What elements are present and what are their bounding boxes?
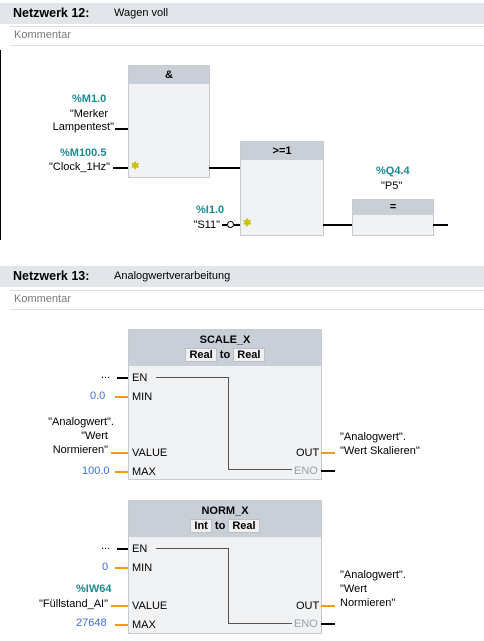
comment-placeholder: Kommentar: [14, 29, 71, 41]
scale-x-name: SCALE_X: [199, 334, 251, 346]
input3-name[interactable]: "S11": [193, 219, 220, 231]
out-wire: [321, 452, 335, 454]
en-pin: EN: [132, 543, 148, 555]
negation-circle-icon: [227, 221, 234, 228]
max-value[interactable]: 27648: [76, 617, 107, 629]
eno-wire: [321, 623, 335, 625]
en-eno-link: [156, 548, 229, 549]
en-input-value[interactable]: ...: [101, 369, 111, 381]
type-to-word: to: [219, 349, 231, 361]
norm-x-name: NORM_X: [201, 505, 249, 517]
min-pin: MIN: [132, 391, 153, 403]
network-title[interactable]: Analogwertverarbeitung: [114, 270, 231, 282]
en-eno-link: [228, 548, 229, 624]
type-from[interactable]: Int: [190, 519, 212, 533]
value-name-line3[interactable]: Normieren": [52, 444, 108, 456]
max-value[interactable]: 100.0: [82, 465, 110, 477]
out-wire: [321, 605, 335, 607]
input1-name-line2[interactable]: Lampentest": [52, 121, 114, 133]
norm-x-types[interactable]: Int to Real: [129, 519, 321, 533]
out-name-line1[interactable]: "Analogwert".: [340, 431, 406, 443]
assign-coil[interactable]: =: [352, 199, 434, 236]
eno-pin: ENO: [294, 465, 318, 477]
input1-operand[interactable]: %M1.0: [72, 93, 107, 105]
scale-x-types[interactable]: Real to Real: [129, 348, 321, 362]
input2-wire: [113, 167, 128, 169]
and-block-label: &: [129, 66, 209, 84]
eno-pin: ENO: [294, 618, 318, 630]
value-pin: VALUE: [132, 600, 168, 612]
out-name-line2[interactable]: "Wert Skalieren": [340, 445, 420, 457]
type-to-word: to: [214, 520, 226, 532]
value-wire: [111, 605, 128, 607]
network-12-header[interactable]: Netzwerk 12: Wagen voll: [0, 3, 484, 24]
power-rail: [0, 50, 1, 240]
or-to-assign-wire: [323, 224, 352, 226]
type-to[interactable]: Real: [228, 519, 260, 533]
value-wire: [111, 452, 128, 454]
and-to-or-wire: [209, 167, 240, 169]
add-input-star-icon[interactable]: ✱: [243, 218, 252, 229]
norm-x-block[interactable]: NORM_X Int to Real: [128, 500, 322, 634]
en-eno-link: [228, 377, 229, 470]
max-wire: [115, 471, 128, 473]
en-input-value[interactable]: ...: [101, 540, 111, 552]
en-eno-link: [228, 623, 292, 624]
output-wire: [433, 224, 448, 226]
min-wire: [115, 396, 128, 398]
output-operand[interactable]: %Q4.4: [376, 165, 410, 177]
assign-coil-label: =: [353, 200, 433, 215]
en-eno-link: [156, 377, 229, 378]
type-from[interactable]: Real: [185, 348, 217, 362]
or-block[interactable]: >=1: [240, 141, 324, 236]
out-pin: OUT: [296, 447, 320, 459]
network-title[interactable]: Wagen voll: [114, 7, 169, 19]
scale-x-header: SCALE_X Real to Real: [129, 330, 321, 366]
input3-operand[interactable]: %I1.0: [196, 204, 225, 216]
value-pin: VALUE: [132, 447, 168, 459]
scale-x-block[interactable]: SCALE_X Real to Real: [128, 329, 322, 480]
out-name-line1[interactable]: "Analogwert".: [340, 569, 406, 581]
max-pin: MAX: [132, 619, 156, 631]
min-value[interactable]: 0.0: [90, 390, 106, 402]
input2-operand[interactable]: %M100.5: [60, 147, 107, 159]
norm-x-header: NORM_X Int to Real: [129, 501, 321, 537]
min-wire: [115, 567, 128, 569]
add-input-star-icon[interactable]: ✱: [131, 161, 140, 172]
input3-wire: [222, 224, 227, 226]
network-number: Netzwerk 12:: [13, 6, 90, 20]
min-pin: MIN: [132, 562, 153, 574]
en-wire: [117, 548, 128, 550]
network-13-comment[interactable]: Kommentar: [10, 290, 484, 310]
value-name-line2[interactable]: "Wert: [81, 430, 108, 442]
network-13-header[interactable]: Netzwerk 13: Analogwertverarbeitung: [0, 266, 484, 287]
out-name-line3[interactable]: Normieren": [340, 597, 396, 609]
en-eno-link: [228, 469, 292, 470]
and-block[interactable]: &: [128, 65, 210, 178]
network-number: Netzwerk 13:: [13, 269, 90, 283]
output-name[interactable]: "P5": [381, 180, 403, 192]
max-pin: MAX: [132, 466, 156, 478]
input1-wire: [115, 128, 128, 130]
en-pin: EN: [132, 372, 148, 384]
type-to[interactable]: Real: [233, 348, 265, 362]
min-value[interactable]: 0: [102, 561, 109, 573]
input1-name-line1[interactable]: "Merker: [69, 108, 108, 120]
value-operand[interactable]: %IW64: [76, 583, 112, 595]
input2-name[interactable]: "Clock_1Hz": [49, 161, 110, 173]
value-name-line1[interactable]: "Analogwert".: [48, 416, 114, 428]
input3-wire-b: [234, 224, 240, 226]
out-name-line2[interactable]: "Wert: [340, 583, 367, 595]
max-wire: [115, 624, 128, 626]
en-wire: [117, 377, 128, 379]
comment-placeholder: Kommentar: [14, 293, 71, 305]
value-name[interactable]: "Füllstand_AI": [39, 598, 108, 610]
eno-wire: [321, 470, 335, 472]
out-pin: OUT: [296, 600, 320, 612]
network-12-comment[interactable]: Kommentar: [10, 26, 484, 46]
or-block-label: >=1: [241, 142, 323, 160]
